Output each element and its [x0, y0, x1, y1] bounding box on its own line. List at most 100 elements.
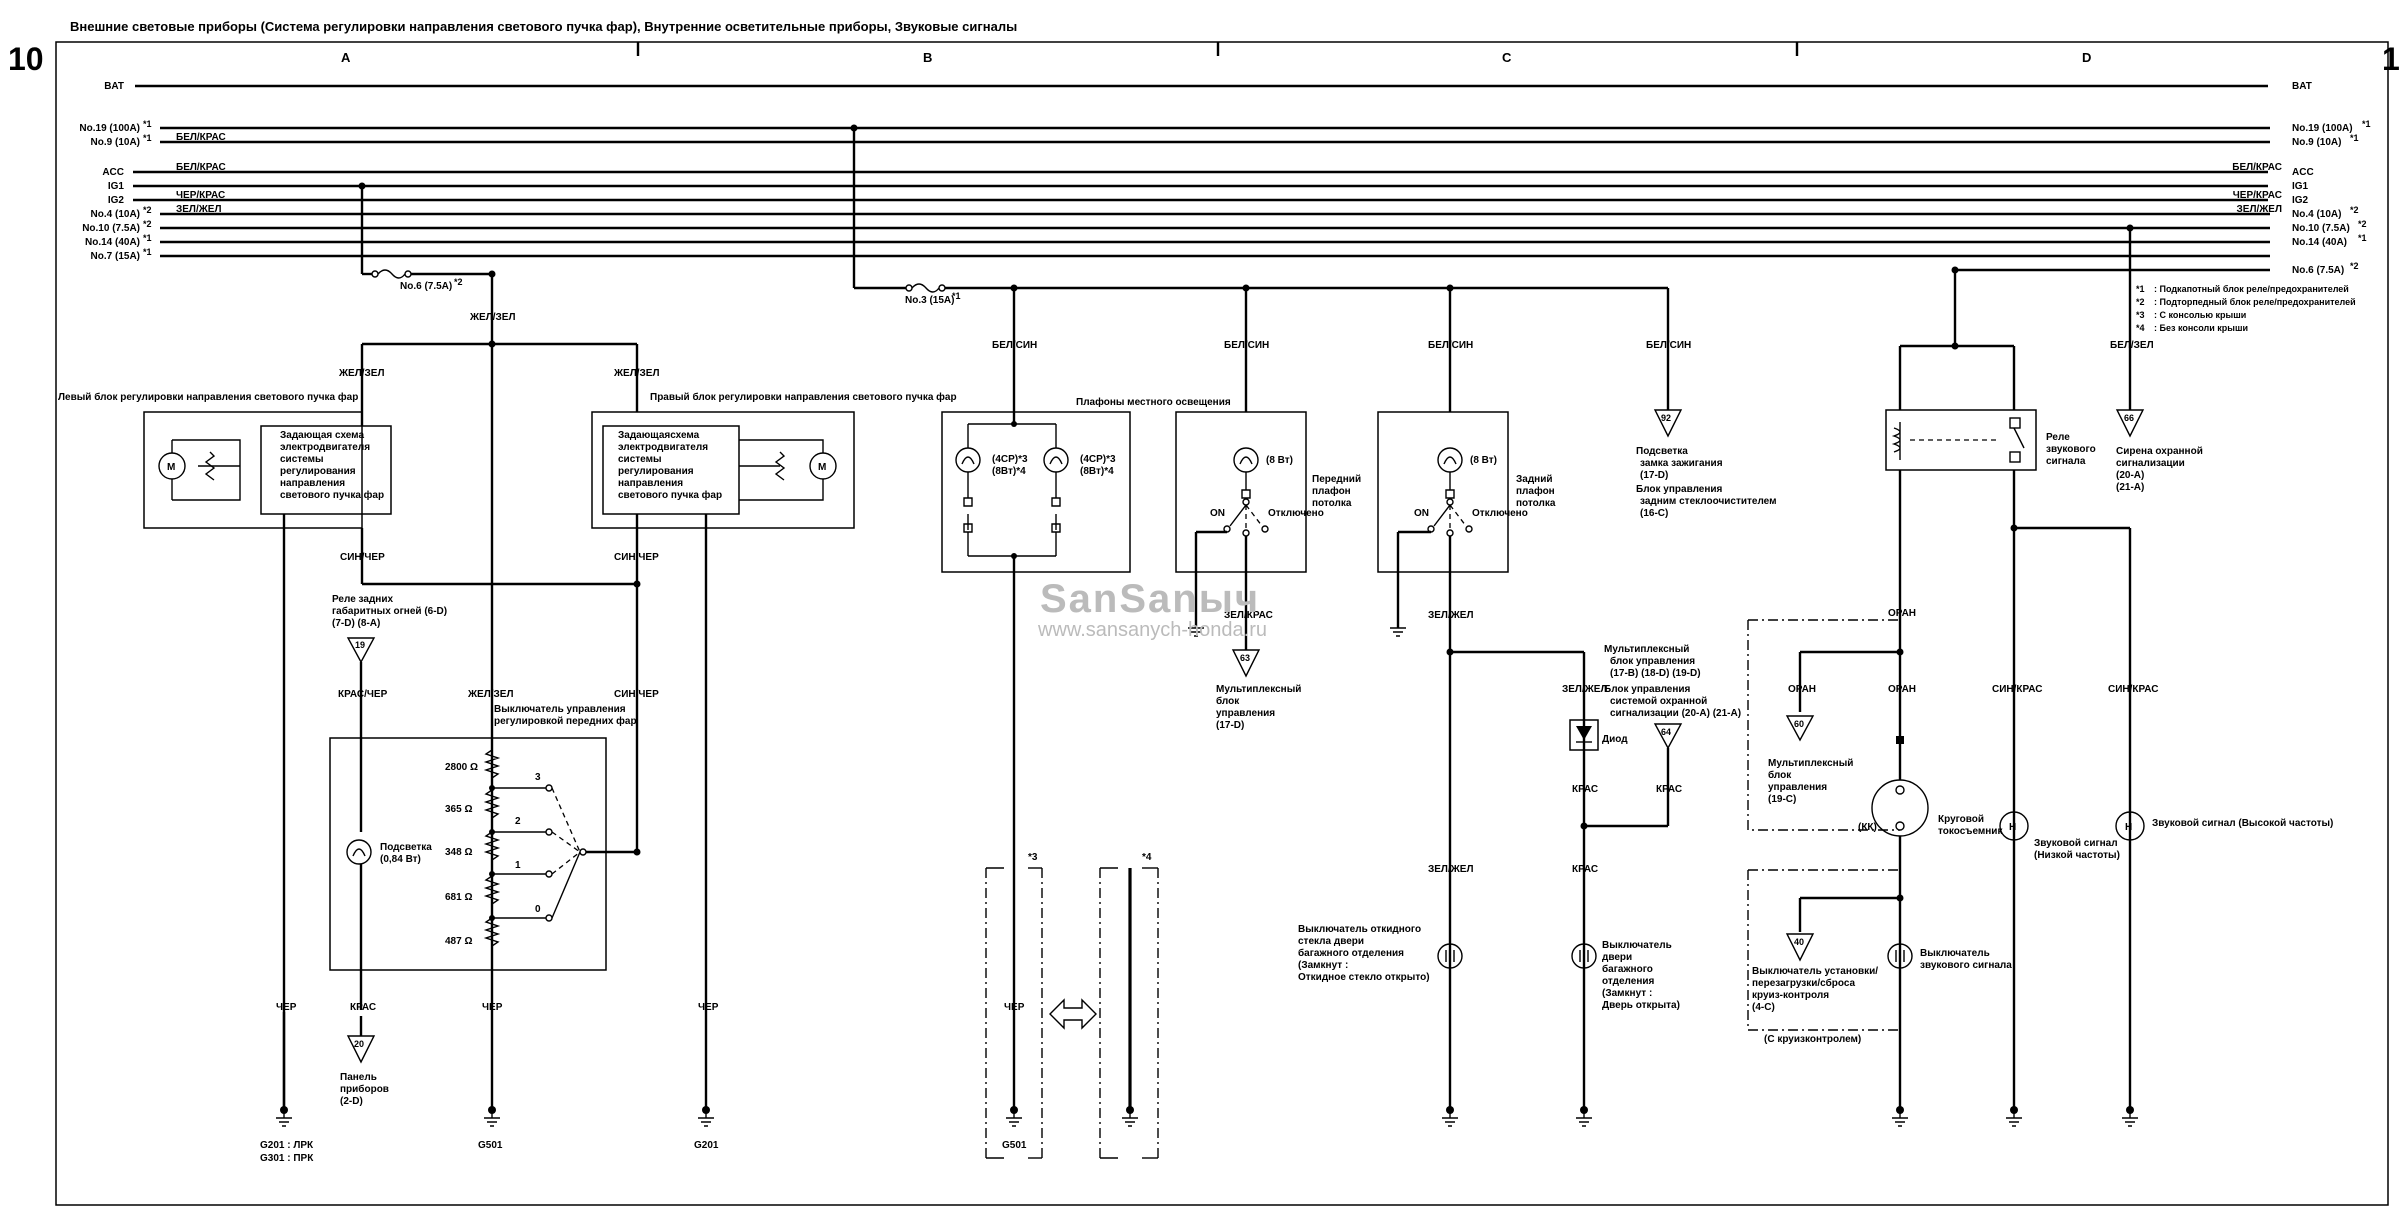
- tailgate-switch-branch: Мультиплексный блок управления (17-B) (1…: [1428, 644, 1741, 1110]
- page-number-right: 1: [2382, 41, 2400, 77]
- switch-desc: стекла двери: [1298, 936, 1364, 947]
- connector-ref: 20: [354, 1039, 364, 1049]
- bus-wire-color: ЗЕЛ/ЖЕЛ: [2237, 204, 2282, 215]
- resistor-value: 2800 Ω: [445, 762, 478, 773]
- dome-label: плафон: [1516, 485, 1555, 497]
- siren-label: (20-A): [2116, 470, 2144, 481]
- bus-label: No.10 (7.5A): [82, 223, 140, 234]
- wire-color-label: КРАС: [350, 1002, 376, 1013]
- wire-color-label: ЗЕЛ/КРАС: [1224, 610, 1273, 621]
- relay-label: сигнала: [2046, 456, 2086, 467]
- ign-light-label: Подсветка: [1636, 446, 1688, 457]
- wire-color-label: ОРАН: [1888, 684, 1916, 695]
- switch-desc: (Замкнут :: [1298, 960, 1348, 971]
- connector-ref: 64: [1661, 727, 1671, 737]
- relay-label: Реле задних: [332, 594, 393, 605]
- cruise-note: (С круизконтролем): [1764, 1034, 1861, 1045]
- horn-low-label: Звуковой сигнал: [2034, 838, 2118, 849]
- switch-position: 0: [535, 904, 541, 915]
- bus-label: No.7 (15A): [91, 251, 140, 262]
- component-label: Плафоны местного освещения: [1076, 396, 1231, 408]
- wire-color-label: ЖЕЛ/ЗЕЛ: [467, 689, 513, 700]
- mux-label: управления: [1768, 782, 1827, 793]
- bus-label: IG1: [2292, 181, 2309, 192]
- switch-position: 2: [515, 816, 521, 827]
- leveler-circuit-line: Задающаясхема: [618, 430, 700, 441]
- bus-label: No.9 (10A): [91, 137, 140, 148]
- motor-symbol: M: [818, 462, 826, 473]
- switch-desc: Выключатель: [1602, 940, 1672, 951]
- note-text: : Подкапотный блок реле/предохранителей: [2154, 284, 2349, 294]
- watermark-logo: SanSanыч: [1040, 577, 1260, 621]
- leveler-circuit-line: электродвигателя: [280, 442, 370, 453]
- resistor-value: 487 Ω: [445, 936, 472, 947]
- bus-labels-left: BAT No.19 (100A) *1 No.9 (10A) *1 ACC IG…: [79, 81, 225, 262]
- bus-label: No.6 (7.5A): [2292, 265, 2344, 276]
- wire-color-label: СИН/КРАС: [1992, 684, 2043, 695]
- horn-symbol: H: [2125, 822, 2132, 833]
- switch-desc: багажного: [1602, 963, 1653, 975]
- watermark-url: www.sansanych-honda.ru: [1037, 619, 1267, 641]
- connector-ref: 40: [1794, 937, 1804, 947]
- bus-label-sup: *2: [2350, 205, 2359, 215]
- note-key: *1: [2136, 284, 2145, 294]
- bus-wire-color: ЧЕР/КРАС: [2233, 190, 2282, 201]
- wire-color-label: ЧЕР: [482, 1002, 503, 1013]
- variant-note: *4: [1142, 852, 1152, 863]
- wiper-unit-label: Блок управления: [1636, 484, 1723, 495]
- siren-label: сигнализации: [2116, 458, 2185, 469]
- panel-label: (2-D): [340, 1096, 363, 1107]
- cruise-switch-label: (4-C): [1752, 1002, 1775, 1013]
- switch-title: регулировкой передних фар: [494, 715, 637, 727]
- leveler-circuit-line: светового пучка фар: [618, 489, 722, 501]
- wire-color-label: ЧЕР: [276, 1002, 297, 1013]
- note-key: *3: [2136, 310, 2145, 320]
- security-label: системой охранной: [1610, 696, 1707, 707]
- mux-label: блок: [1216, 695, 1240, 707]
- bulb-rating: (8Вт)*4: [1080, 466, 1114, 477]
- wire-color-label: ЧЕР: [698, 1002, 719, 1013]
- wire-color-label: БЕЛ/СИН: [992, 340, 1037, 351]
- wire-color-label: БЕЛ/ЗЕЛ: [2110, 340, 2154, 351]
- switch-position-label: ON: [1414, 508, 1429, 519]
- switch-position-label: Отключено: [1268, 508, 1324, 519]
- security-label: сигнализации (20-A) (21-A): [1610, 708, 1741, 719]
- horn-high-label: Звуковой сигнал (Высокой частоты): [2152, 818, 2333, 829]
- note-text: : Подторпедный блок реле/предохранителей: [2154, 297, 2356, 307]
- cable-reel-label: Круговой: [1938, 814, 1984, 825]
- bus-label: IG2: [108, 195, 125, 206]
- ground-label: G501: [478, 1140, 503, 1151]
- column-label-c: C: [1502, 50, 1512, 65]
- mux-label: управления: [1216, 708, 1275, 719]
- hatch-switches: Выключатель откидного стекла двери багаж…: [1298, 924, 1680, 1127]
- bus-label: IG1: [108, 181, 125, 192]
- mux-label: блок: [1768, 769, 1792, 781]
- panel-label: приборов: [340, 1083, 389, 1095]
- mux-list-label: блок управления: [1610, 655, 1695, 667]
- bus-label: No.14 (40A): [85, 237, 140, 248]
- roof-console-variants: *3 *4 ЧЕР G501: [985, 852, 1159, 1159]
- diagram-title: Внешние световые приборы (Система регули…: [70, 19, 1017, 34]
- kk-label: (КК): [1858, 822, 1877, 833]
- watermark: SanSanыч www.sansanych-honda.ru: [1037, 577, 1267, 641]
- wire-color-label: ЧЕР: [1004, 1002, 1025, 1013]
- bus-lines: [133, 84, 2270, 272]
- connector-ref: 66: [2124, 413, 2134, 423]
- connector-ref: 19: [355, 640, 365, 650]
- ground-label: G501: [1002, 1140, 1027, 1151]
- fuse-sup: *2: [454, 277, 463, 287]
- bus-label-sup: *2: [2350, 261, 2359, 271]
- bulb-rating: (4СР)*3: [992, 454, 1028, 465]
- wire-color-label: СИН/КРАС: [2108, 684, 2159, 695]
- wire-color-label: ОРАН: [1788, 684, 1816, 695]
- diagram-frame: [55, 41, 2389, 1206]
- bus-label: No.4 (10A): [91, 209, 140, 220]
- bus-label-sup: *1: [143, 233, 152, 243]
- leveler-circuit-line: Задающая схема: [280, 430, 364, 441]
- ign-light-label: (17-D): [1640, 470, 1668, 481]
- bus-label-sup: *1: [2362, 119, 2371, 129]
- mux-label: Мультиплексный: [1216, 684, 1301, 695]
- siren-branch: БЕЛ/ЗЕЛ 66 Сирена охранной сигнализации …: [2110, 224, 2203, 493]
- relay-label: габаритных огней (6-D): [332, 605, 447, 617]
- component-label: Правый блок регулировки направления свет…: [650, 391, 957, 403]
